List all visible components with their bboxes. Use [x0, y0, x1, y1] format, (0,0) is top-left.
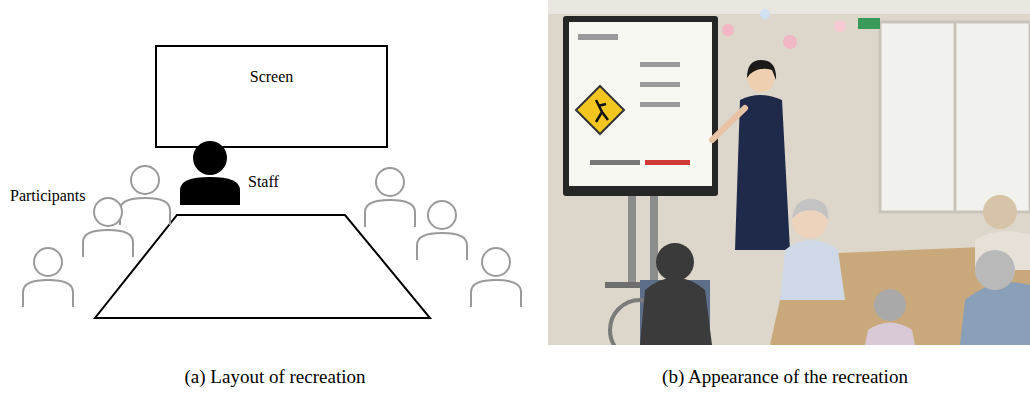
resident-hair	[874, 289, 906, 321]
heart-decoration	[783, 35, 797, 49]
heart-decoration	[834, 20, 846, 32]
participant-icons	[23, 166, 521, 307]
participant-head	[482, 248, 510, 276]
table-trapezoid	[95, 215, 430, 318]
figure-caption: (b) Appearance of the recreation	[662, 366, 908, 389]
sign-figure	[596, 100, 608, 122]
monitor-screen	[569, 22, 712, 186]
photo-ceiling	[548, 0, 1030, 14]
road-sign	[576, 86, 624, 134]
balloon-decoration	[760, 9, 770, 19]
stand-pole	[628, 190, 636, 285]
photo-wall	[548, 0, 1030, 345]
slide-text-bar	[640, 102, 680, 107]
participant-head	[94, 198, 122, 226]
participant-body	[417, 233, 467, 260]
photo-window	[880, 22, 1030, 212]
presenter-hair	[747, 60, 776, 80]
slide-text-bar	[640, 82, 680, 87]
resident-body	[640, 278, 712, 346]
participant-body	[83, 230, 133, 257]
window-frame	[954, 22, 957, 212]
screen-box: Screen	[155, 45, 388, 148]
resident-body	[960, 282, 1030, 345]
resident-hair	[975, 250, 1015, 290]
monitor-bezel	[563, 16, 718, 196]
participant-head	[131, 166, 159, 194]
participant-head	[428, 201, 456, 229]
resident-hat	[983, 195, 1017, 229]
resident-hair	[656, 243, 694, 281]
slide-answer-bar	[645, 160, 690, 165]
exit-sign	[858, 18, 880, 29]
staff-icon	[180, 141, 240, 205]
presenter-body	[735, 95, 790, 250]
slide-text-bar	[578, 34, 618, 40]
presenter-arm	[712, 108, 745, 140]
slide-text-bar	[590, 160, 640, 165]
participant-body	[471, 280, 521, 307]
figure-caption: (a) Layout of recreation	[185, 366, 366, 389]
resident-body	[865, 323, 915, 346]
participant-head	[34, 248, 62, 276]
participant-body	[120, 198, 170, 225]
participant-body	[23, 280, 73, 307]
resident-body	[780, 240, 845, 300]
resident-hair	[792, 199, 828, 220]
slide-text-bar	[640, 62, 680, 67]
node-text: Screen	[250, 67, 294, 86]
recreation-photo	[548, 0, 1030, 345]
heart-decoration	[722, 24, 734, 36]
stand-pole	[650, 190, 658, 285]
participant-head	[376, 168, 404, 196]
participants-label: Participants	[10, 186, 86, 205]
participant-body	[365, 200, 415, 227]
staff-body	[180, 177, 240, 205]
staff-label: Staff	[248, 172, 279, 191]
